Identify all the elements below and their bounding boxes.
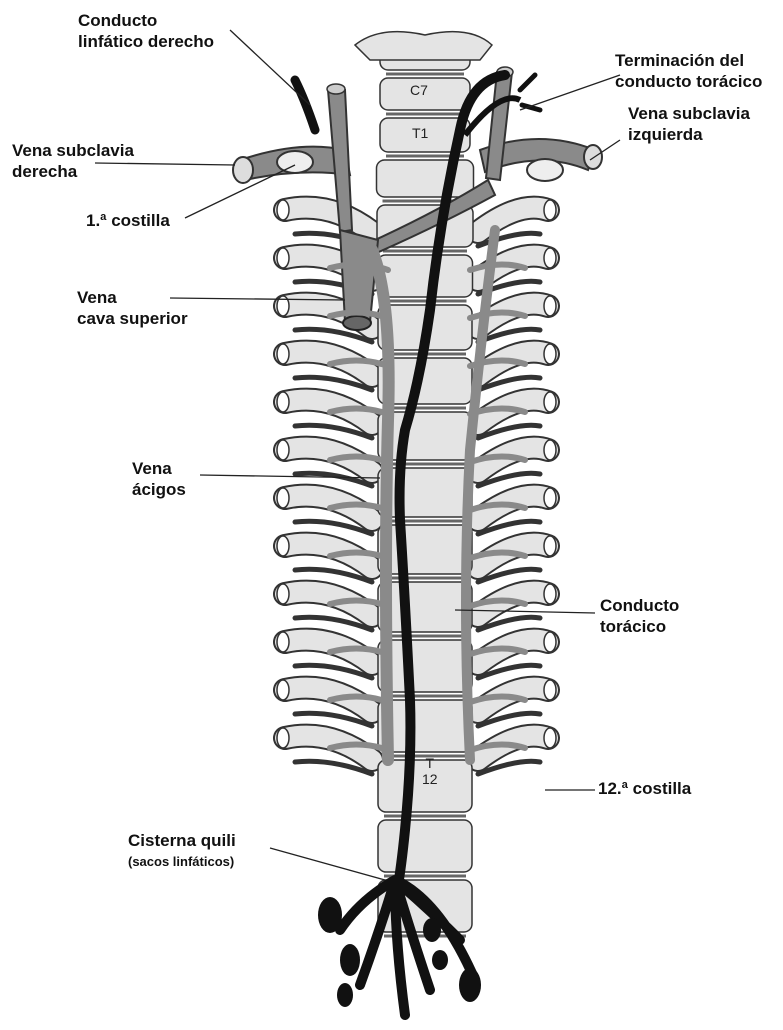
rib-left	[277, 536, 372, 582]
label-svc: Vena cava superior	[77, 287, 188, 329]
rib-left	[277, 344, 372, 390]
cervical-vertebra-wing	[355, 32, 492, 60]
rib-right	[478, 344, 556, 390]
label-line: Conducto	[78, 10, 214, 31]
vertebra	[378, 820, 472, 876]
label-subline: (sacos linfáticos)	[128, 851, 236, 872]
vertebra	[377, 160, 474, 201]
rib-right	[478, 536, 556, 582]
rib-left	[277, 680, 372, 726]
rib-right	[478, 488, 556, 534]
right-jugular-top	[327, 84, 345, 94]
label-right-lymph-duct: Conducto linfático derecho	[78, 10, 214, 52]
label-line: izquierda	[628, 124, 750, 145]
label-first-rib: 1.ª costilla	[86, 210, 170, 231]
left-subclavian-section	[527, 159, 563, 181]
rib-right	[478, 632, 556, 678]
label-line: Vena subclavia	[628, 103, 750, 124]
label-line: torácico	[600, 616, 679, 637]
label-line: Terminación del	[615, 50, 762, 71]
label-azygos: Vena ácigos	[132, 458, 186, 500]
label-thoracic-duct: Conducto torácico	[600, 595, 679, 637]
right-subclavian-vein-end	[233, 157, 253, 183]
label-line: Cisterna quili	[128, 830, 236, 851]
rib-left	[277, 392, 372, 438]
label-cisterna: Cisterna quili (sacos linfáticos)	[128, 830, 236, 872]
label-line: Vena	[77, 287, 188, 308]
rib-right	[478, 728, 556, 774]
label-twelfth-rib: 12.ª costilla	[598, 778, 691, 799]
right-subclavian-section	[277, 151, 313, 173]
label-right-subclavian: Vena subclavia derecha	[12, 140, 134, 182]
superior-vena-cava	[340, 230, 378, 322]
rib-left	[277, 584, 372, 630]
rib-left	[277, 728, 372, 774]
rib-right	[478, 584, 556, 630]
label-line: Conducto	[600, 595, 679, 616]
vertebra	[378, 255, 473, 301]
svc-opening	[343, 316, 371, 330]
label-line: derecha	[12, 161, 134, 182]
vertebra-label-t1: T1	[412, 125, 428, 141]
label-left-subclavian: Vena subclavia izquierda	[628, 103, 750, 145]
label-line: linfático derecho	[78, 31, 214, 52]
rib-right	[478, 680, 556, 726]
vertebra-label-line: 12	[422, 771, 438, 787]
left-subclavian-vein-end	[584, 145, 602, 169]
rib-left	[277, 440, 372, 486]
rib-left	[277, 632, 372, 678]
vertebra-label-line: T	[422, 755, 438, 771]
rib-right	[478, 440, 556, 486]
right-lymph-duct	[295, 80, 315, 130]
left-duct-branch	[520, 75, 540, 110]
vertebra-label-c7: C7	[410, 82, 428, 98]
label-line: Vena subclavia	[12, 140, 134, 161]
label-line: cava superior	[77, 308, 188, 329]
vertebra-label-t12: T 12	[422, 755, 438, 787]
label-line: Vena	[132, 458, 186, 479]
rib-right	[478, 392, 556, 438]
label-thoracic-termination: Terminación del conducto torácico	[615, 50, 762, 92]
rib-left	[277, 488, 372, 534]
label-line: ácigos	[132, 479, 186, 500]
label-line: conducto torácico	[615, 71, 762, 92]
